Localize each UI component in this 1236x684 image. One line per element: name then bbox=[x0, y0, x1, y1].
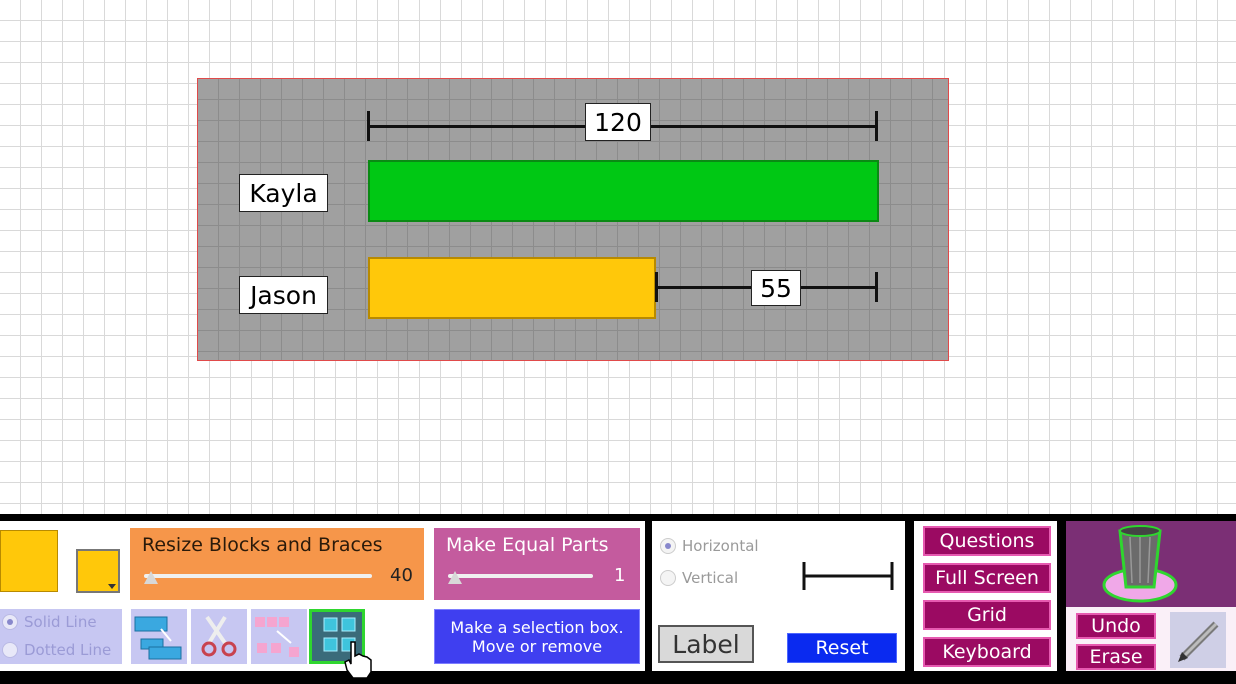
resize-slider-track[interactable] bbox=[144, 574, 372, 578]
pencil-icon bbox=[1178, 621, 1219, 662]
selection-button-line2: Move or remove bbox=[471, 636, 603, 656]
equal-parts-value: 1 bbox=[614, 565, 626, 586]
radio-horizontal[interactable] bbox=[660, 538, 676, 554]
questions-button[interactable]: Questions bbox=[923, 526, 1051, 556]
resize-slider-thumb[interactable] bbox=[144, 571, 158, 584]
grid-button[interactable]: Grid bbox=[923, 600, 1051, 630]
equal-parts-panel: Make Equal Parts 1 bbox=[434, 528, 640, 600]
equal-parts-slider-track[interactable] bbox=[448, 574, 593, 578]
resize-value: 40 bbox=[390, 565, 413, 586]
full-screen-button[interactable]: Full Screen bbox=[923, 563, 1051, 593]
selection-box-button[interactable]: Make a selection box. Move or remove bbox=[434, 609, 640, 664]
cut-tool[interactable] bbox=[191, 609, 247, 664]
label-button[interactable]: Label bbox=[658, 625, 754, 663]
trash-can-icon bbox=[1102, 525, 1178, 603]
split-blocks-icon bbox=[134, 616, 182, 660]
color-picker-button[interactable] bbox=[76, 549, 120, 593]
pencil-button[interactable] bbox=[1170, 612, 1226, 668]
solid-line-label: Solid Line bbox=[24, 613, 97, 631]
brace-tool-icon[interactable] bbox=[800, 558, 896, 594]
dropdown-arrow-icon bbox=[108, 584, 116, 589]
line-style-options: Solid Line Dotted Line bbox=[0, 609, 122, 664]
equal-parts-title: Make Equal Parts bbox=[446, 534, 609, 556]
trash-area[interactable] bbox=[1066, 521, 1236, 607]
jason-brace-value[interactable]: 55 bbox=[751, 270, 801, 306]
block-jason[interactable] bbox=[368, 257, 656, 319]
horizontal-label: Horizontal bbox=[682, 537, 759, 555]
scissors-icon bbox=[201, 615, 237, 657]
resize-panel: Resize Blocks and Braces 40 bbox=[130, 528, 424, 600]
horizontal-option[interactable]: Horizontal bbox=[660, 537, 759, 555]
jason-brace-right-cap bbox=[875, 272, 878, 302]
dotted-line-option[interactable]: Dotted Line bbox=[2, 641, 111, 659]
label-jason[interactable]: Jason bbox=[239, 276, 328, 314]
top-brace-right-cap bbox=[875, 111, 878, 141]
block-kayla[interactable] bbox=[368, 160, 879, 222]
jason-brace-left-cap bbox=[655, 272, 658, 302]
combine-tool[interactable] bbox=[251, 609, 307, 664]
hand-cursor-icon bbox=[344, 641, 372, 679]
selection-grid-icon bbox=[323, 617, 356, 652]
dotted-line-label: Dotted Line bbox=[24, 641, 112, 659]
vertical-label: Vertical bbox=[682, 569, 739, 587]
block-color-swatch[interactable] bbox=[0, 530, 58, 592]
solid-line-option[interactable]: Solid Line bbox=[2, 613, 97, 631]
undo-button[interactable]: Undo bbox=[1076, 613, 1156, 639]
resize-title: Resize Blocks and Braces bbox=[142, 534, 383, 556]
keyboard-button[interactable]: Keyboard bbox=[923, 637, 1051, 667]
radio-solid[interactable] bbox=[2, 614, 18, 630]
erase-button[interactable]: Erase bbox=[1076, 644, 1156, 670]
top-brace-value[interactable]: 120 bbox=[585, 103, 651, 141]
top-brace-left-cap bbox=[367, 111, 370, 141]
combine-blocks-icon bbox=[255, 617, 299, 657]
selection-button-line1: Make a selection box. bbox=[450, 617, 624, 637]
radio-vertical[interactable] bbox=[660, 570, 676, 586]
reset-button[interactable]: Reset bbox=[787, 633, 897, 663]
split-block-tool[interactable] bbox=[131, 609, 187, 664]
equal-parts-slider-thumb[interactable] bbox=[448, 571, 462, 584]
vertical-option[interactable]: Vertical bbox=[660, 569, 738, 587]
label-kayla[interactable]: Kayla bbox=[239, 174, 328, 212]
radio-dotted[interactable] bbox=[2, 642, 18, 658]
